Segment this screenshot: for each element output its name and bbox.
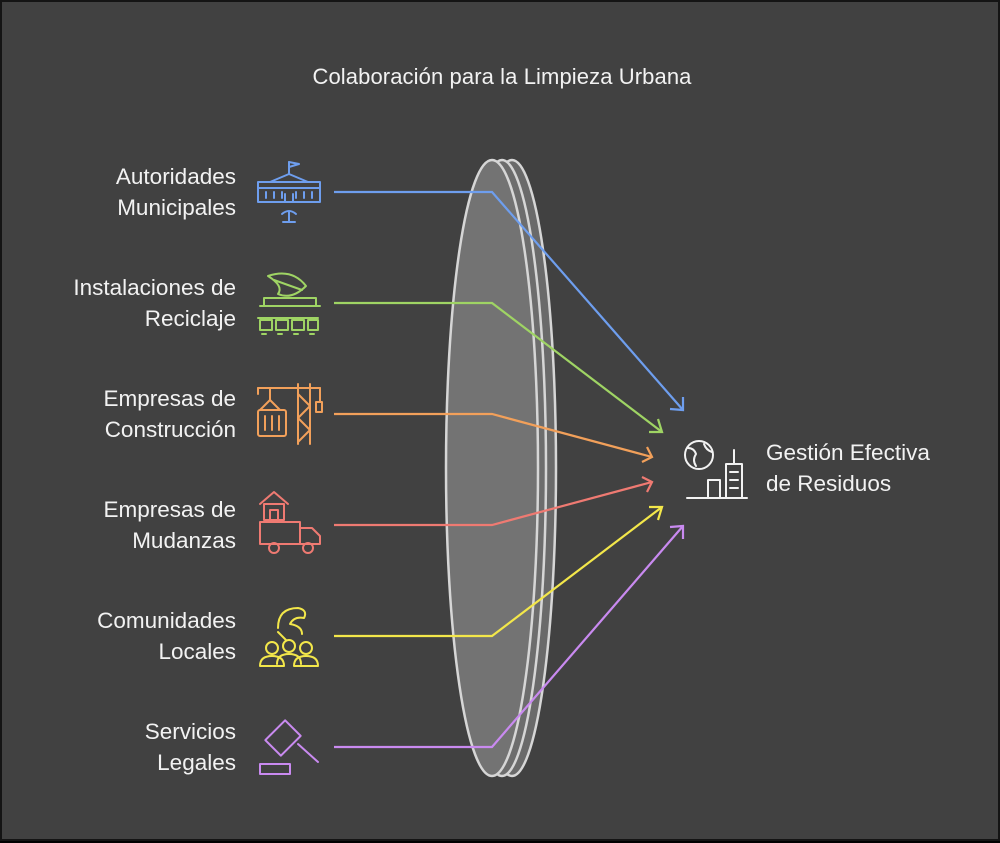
label-line: Construcción	[104, 417, 236, 442]
label-line: de Residuos	[766, 471, 892, 496]
gavel-icon	[259, 719, 319, 775]
label-empresas-construccion: Empresas de Construcción	[0, 383, 236, 445]
label-line: Legales	[157, 750, 236, 775]
label-line: Locales	[158, 639, 236, 664]
label-line: Municipales	[117, 195, 236, 220]
moving-truck-icon	[259, 491, 321, 554]
label-line: Instalaciones de	[73, 275, 236, 300]
government-building-icon	[257, 161, 321, 223]
label-line: Gestión Efectiva	[766, 440, 930, 465]
connector-lines	[334, 190, 685, 749]
label-instalaciones-reciclaje: Instalaciones de Reciclaje	[0, 272, 236, 334]
label-line: Autoridades	[115, 164, 236, 189]
label-empresas-mudanzas: Empresas de Mudanzas	[0, 494, 236, 556]
construction-crane-icon	[257, 383, 323, 445]
label-gestion-efectiva-residuos: Gestión Efectiva de Residuos	[766, 437, 996, 499]
community-people-icon	[259, 607, 319, 667]
label-servicios-legales: Servicios Legales	[0, 716, 236, 778]
label-line: Empresas de	[103, 497, 236, 522]
label-line: Servicios	[144, 719, 236, 744]
connector-mudanzas	[334, 476, 654, 527]
connector-reciclaje	[334, 301, 664, 434]
connector-construccion	[334, 412, 654, 463]
diagram-title: Colaboración para la Limpieza Urbana	[312, 64, 692, 89]
connector-comunidades	[334, 505, 664, 638]
label-comunidades-locales: Comunidades Locales	[0, 605, 236, 667]
connector-legales	[334, 524, 685, 749]
lens	[444, 158, 558, 778]
label-autoridades-municipales: Autoridades Municipales	[0, 161, 236, 223]
label-line: Comunidades	[97, 608, 236, 633]
connector-autoridades	[334, 190, 685, 412]
label-line: Empresas de	[103, 386, 236, 411]
recycling-facility-icon	[257, 272, 321, 335]
label-line: Reciclaje	[144, 306, 236, 331]
label-line: Mudanzas	[132, 528, 236, 553]
globe-city-icon	[684, 440, 748, 499]
